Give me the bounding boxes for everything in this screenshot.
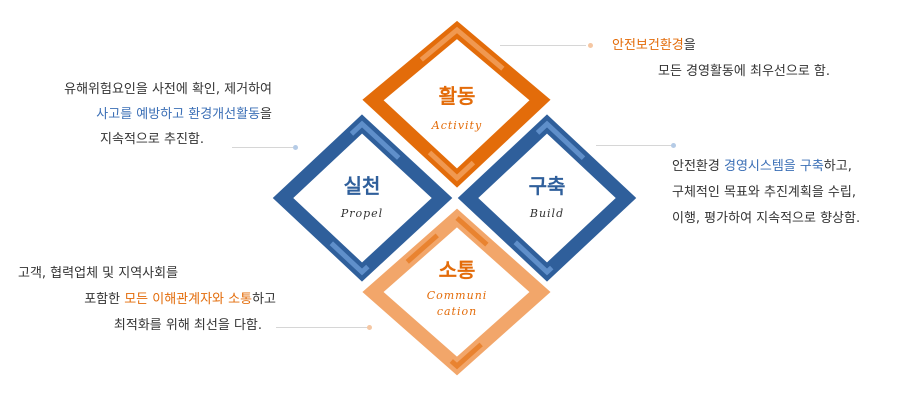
build-subtitle: Build: [529, 207, 565, 220]
propel-subtitle: Propel: [340, 207, 384, 220]
activity-subtitle: Activity: [431, 119, 483, 132]
connector-left-top: [232, 147, 294, 148]
build-title: 구축: [528, 174, 566, 198]
connector-left-bottom: [276, 327, 368, 328]
text: 하고,: [823, 159, 852, 174]
connector-dot: [588, 43, 593, 48]
left-bottom-line2: 포함한 모든 이해관계자와 소통하고: [10, 288, 276, 312]
text: 포함한: [84, 292, 125, 307]
left-bottom-line1: 고객, 협력업체 및 지역사회를: [18, 266, 179, 281]
top-right-line2: 모든 경영활동에 최우선으로 함.: [658, 64, 831, 79]
left-bottom-line3: 최적화를 위해 최선을 다함.: [113, 318, 262, 333]
connector-dot: [367, 325, 372, 330]
connector-top-right: [500, 45, 586, 46]
top-right-line1: 안전보건환경을: [612, 34, 696, 58]
communication-title: 소통: [438, 258, 476, 282]
text: 하고: [252, 292, 276, 307]
communication-subtitle-1: Communi: [426, 289, 488, 302]
highlight-text: 경영시스템을 구축: [723, 159, 824, 174]
left-top-line2: 사고를 예방하고 환경개선활동을: [10, 103, 272, 127]
right-mid-line3: 이행, 평가하여 지속적으로 향상함.: [672, 211, 861, 226]
right-mid-line2: 구체적인 목표와 추진계획을 수립,: [672, 185, 856, 200]
text: 을: [683, 38, 696, 53]
text: 을: [260, 107, 272, 122]
connector-right-mid: [596, 145, 672, 146]
left-top-line1: 유해위험요인을 사전에 확인, 제거하여: [64, 82, 272, 97]
text: 안전환경: [672, 159, 724, 174]
connector-dot: [671, 143, 676, 148]
left-top-line3: 지속적으로 추진함.: [100, 132, 204, 147]
communication-subtitle-2: cation: [436, 305, 478, 318]
right-mid-line1: 안전환경 경영시스템을 구축하고,: [672, 155, 852, 179]
highlight-text: 사고를 예방하고 환경개선활동: [96, 107, 261, 122]
connector-dot: [293, 145, 298, 150]
activity-title: 활동: [438, 84, 476, 108]
highlight-text: 안전보건환경: [612, 38, 684, 53]
highlight-text: 모든 이해관계자와 소통: [124, 292, 253, 307]
propel-title: 실천: [343, 174, 381, 198]
